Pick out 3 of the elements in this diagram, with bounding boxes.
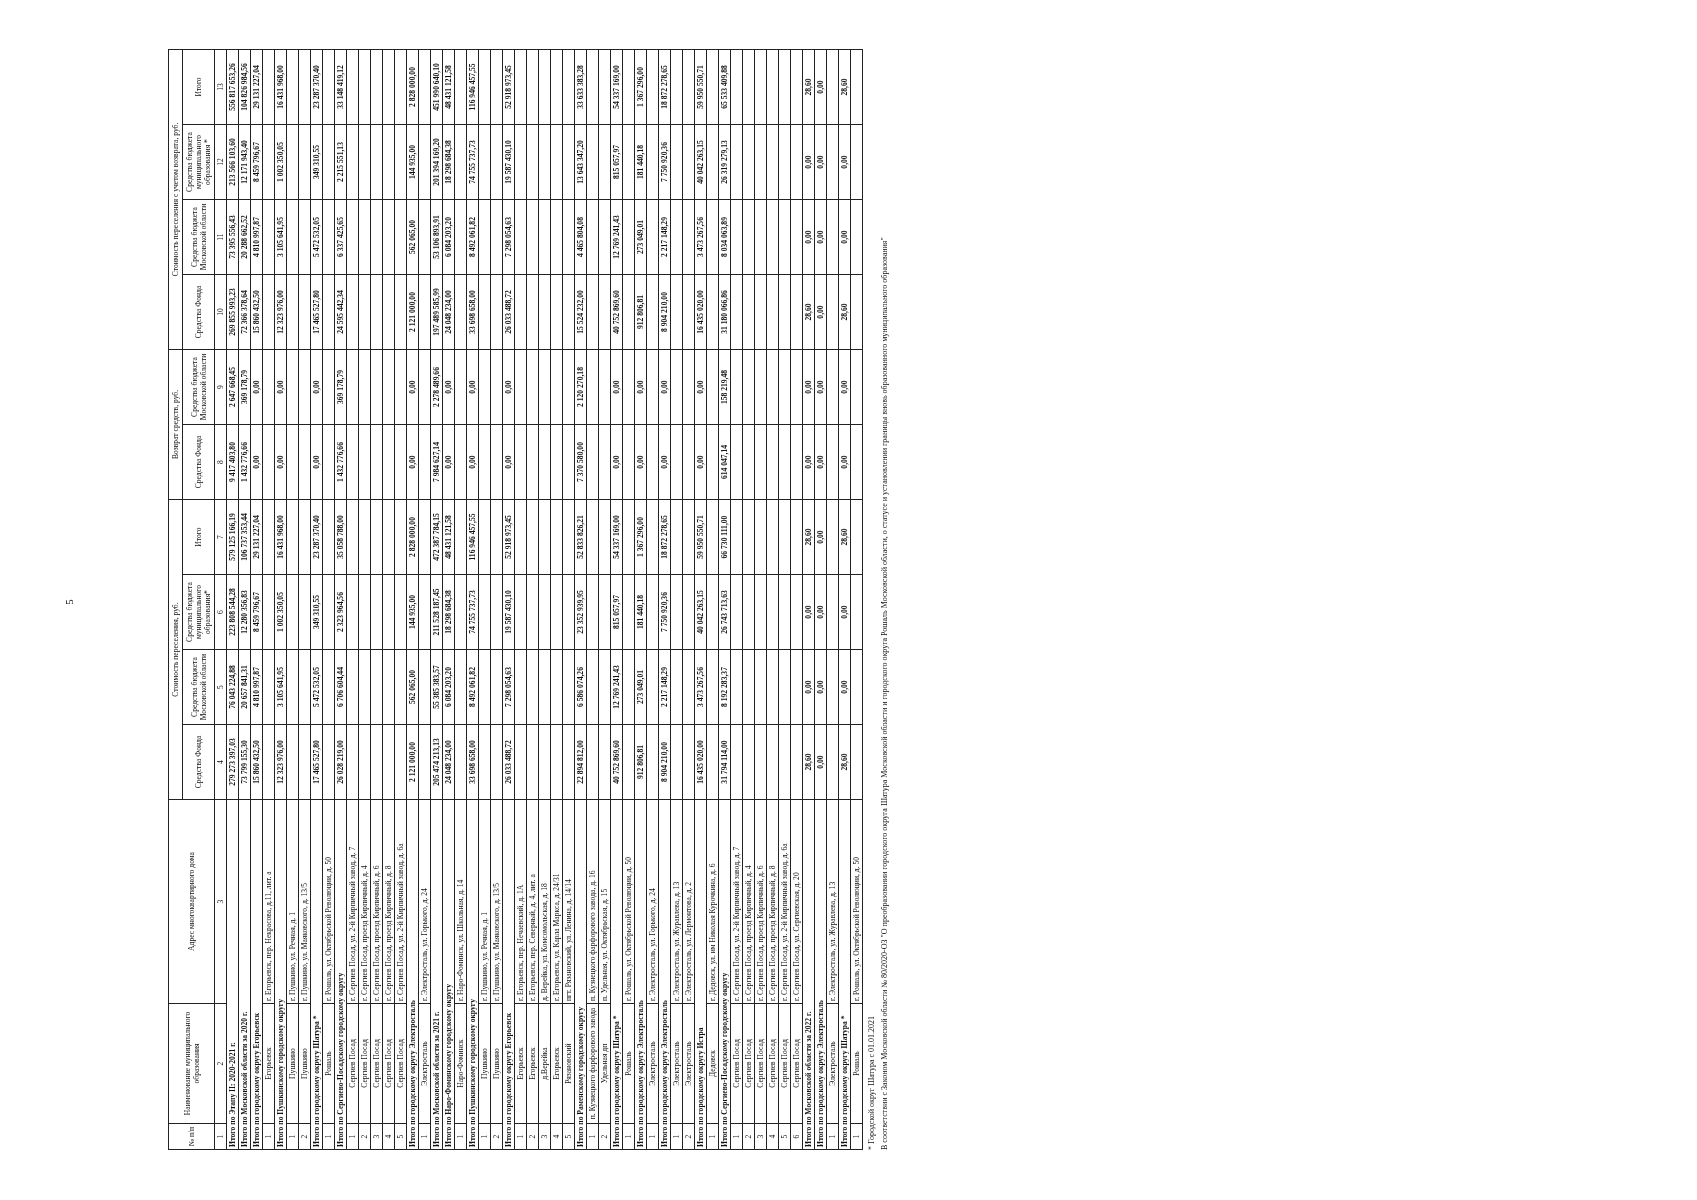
footnote: * Городской округ Шатура с 01.01.2021 [867,1014,876,1150]
page-number: 5 [62,599,75,605]
footnote: В соответствии с Законом Московской области № 80/2020-ОЗ "О преобразовании городского округа Шатура Московской области и городского округа Рошаль Московской области, о статусе и установлении границы вновь образованного муниципального образования" [880,236,889,1150]
